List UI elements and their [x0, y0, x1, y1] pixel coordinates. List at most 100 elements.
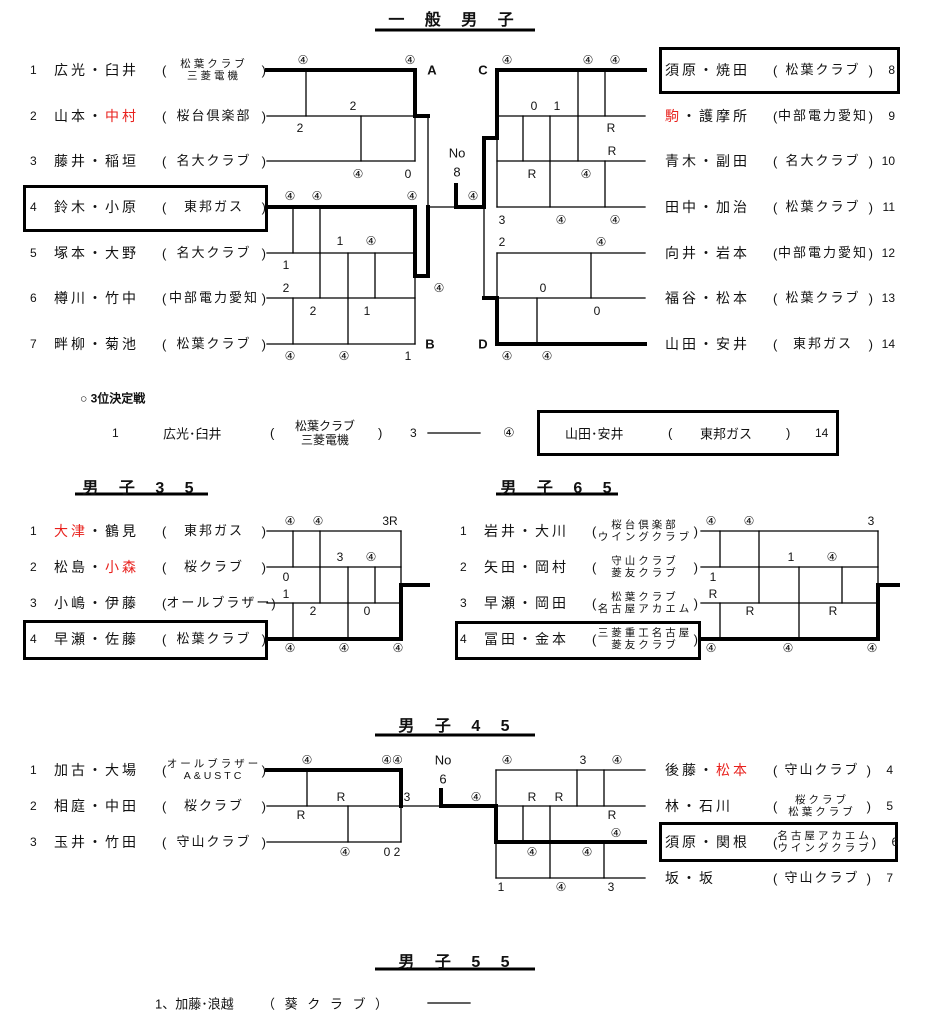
name-part: 大野: [105, 245, 139, 261]
name-part: ・: [682, 870, 699, 886]
paren-open: (: [773, 798, 778, 814]
club-line: 松葉クラブ: [176, 336, 252, 351]
club-line: 桜クラブ: [795, 794, 849, 806]
paren-open: (: [162, 199, 167, 215]
third-place-score-right: ④: [503, 425, 515, 440]
name-part: 竹田: [105, 834, 139, 850]
name-part: 竹中: [105, 290, 139, 306]
name-part: ・: [699, 62, 716, 78]
match-score: ④: [470, 790, 482, 804]
club-name: 桜クラブ: [166, 560, 261, 573]
player-entry: 山田・安井(東邦ガス)14: [665, 329, 895, 359]
name-part: 冨田: [484, 631, 518, 647]
player-names: 冨田・金本: [484, 629, 592, 649]
player-names: 早瀬・岡田: [484, 593, 592, 613]
match-score: 2: [309, 304, 317, 318]
entry-number: 2: [30, 109, 37, 123]
paren-close: ): [261, 834, 266, 850]
name-part: 関根: [716, 834, 750, 850]
winner-box: [659, 822, 898, 862]
club-name: 東邦ガス: [777, 337, 868, 350]
match-score: ④: [866, 641, 878, 655]
name-part: 林: [665, 798, 682, 814]
winner-box: [455, 621, 701, 660]
match-score: ④: [705, 514, 717, 528]
name-part: ・: [699, 762, 716, 778]
match-score: ④: [365, 550, 377, 564]
club-line: 名古屋アカエム: [597, 603, 693, 615]
match-score: ④: [826, 550, 838, 564]
match-score: ④: [595, 235, 607, 249]
club-line: 守山クラブ: [176, 834, 252, 849]
club-line: 松葉クラブ: [611, 591, 679, 603]
winner-box: [537, 410, 839, 456]
match-score: 2: [309, 604, 317, 618]
paren-open: (: [162, 798, 167, 814]
winner-box: [659, 47, 900, 94]
paren-open: (: [773, 870, 778, 886]
match-score: ④: [610, 826, 622, 840]
club-name: 松葉クラブ: [166, 336, 261, 351]
third-place-heading: ○ 3位決定戦: [80, 391, 146, 406]
paren-open: (: [162, 762, 167, 778]
club-line: 守山クラブ: [784, 870, 860, 885]
paren-open: (: [162, 559, 167, 575]
men55-entry: 1、加藤･浪越: [155, 996, 234, 1012]
name-part: 伊藤: [105, 595, 139, 611]
club-line: 松葉クラブ: [785, 62, 861, 77]
club-name: 中部電力愛知: [777, 109, 868, 122]
paren-close: ): [261, 523, 266, 539]
entry-number: 12: [881, 246, 895, 260]
club-line: 名大クラブ: [785, 153, 861, 168]
match-score: R: [607, 144, 617, 158]
paren-close: ): [866, 762, 871, 778]
name-part: 大津: [54, 523, 88, 539]
paren-close: ): [261, 108, 266, 124]
paren-open: (: [592, 595, 597, 611]
match-score: 2: [296, 121, 304, 135]
paren-open: (: [162, 595, 167, 611]
club-line: 名大クラブ: [176, 153, 252, 168]
bracket-label-d: D: [478, 336, 488, 352]
name-part: 小原: [105, 199, 139, 215]
player-names: 山本・中村: [54, 106, 162, 126]
name-part: ・: [88, 108, 105, 124]
match-score: ④: [611, 753, 623, 767]
entry-number: 11: [882, 200, 895, 214]
third-place-name: 広光･臼井: [163, 426, 222, 442]
paren-close: ): [261, 290, 266, 306]
club-line: 東邦ガス: [183, 199, 244, 214]
name-part: ・: [88, 153, 105, 169]
name-part: 山本: [54, 108, 88, 124]
name-part: 相庭: [54, 798, 88, 814]
club-name: 松葉クラブ: [166, 632, 261, 645]
player-entry: 須原・焼田(松葉クラブ)8: [665, 55, 895, 85]
paren-open: (: [773, 245, 778, 261]
match-score: R: [527, 790, 537, 804]
paren-open: (: [773, 762, 778, 778]
club-line: 東邦ガス: [183, 523, 244, 538]
match-score: ④: [609, 213, 621, 227]
club-line: オールブラザー: [166, 758, 262, 770]
player-names: 塚本・大野: [54, 243, 162, 263]
match-score: ④: [284, 349, 296, 363]
club-name: 桜台倶楽部: [166, 109, 261, 122]
match-score: ④: [404, 53, 416, 67]
paren-open: (: [162, 290, 167, 306]
name-part: ・: [88, 595, 105, 611]
name-part: 山田: [665, 336, 699, 352]
match-score: 3: [336, 550, 344, 564]
name-part: 坂: [699, 870, 716, 886]
name-part: 中村: [105, 108, 139, 124]
entry-number: 4: [30, 200, 37, 214]
player-names: 藤井・稲垣: [54, 151, 162, 171]
club-name: 松葉クラブ名古屋アカエム: [596, 591, 693, 615]
entry-number: 14: [881, 337, 895, 351]
paren-close: ): [868, 336, 873, 352]
